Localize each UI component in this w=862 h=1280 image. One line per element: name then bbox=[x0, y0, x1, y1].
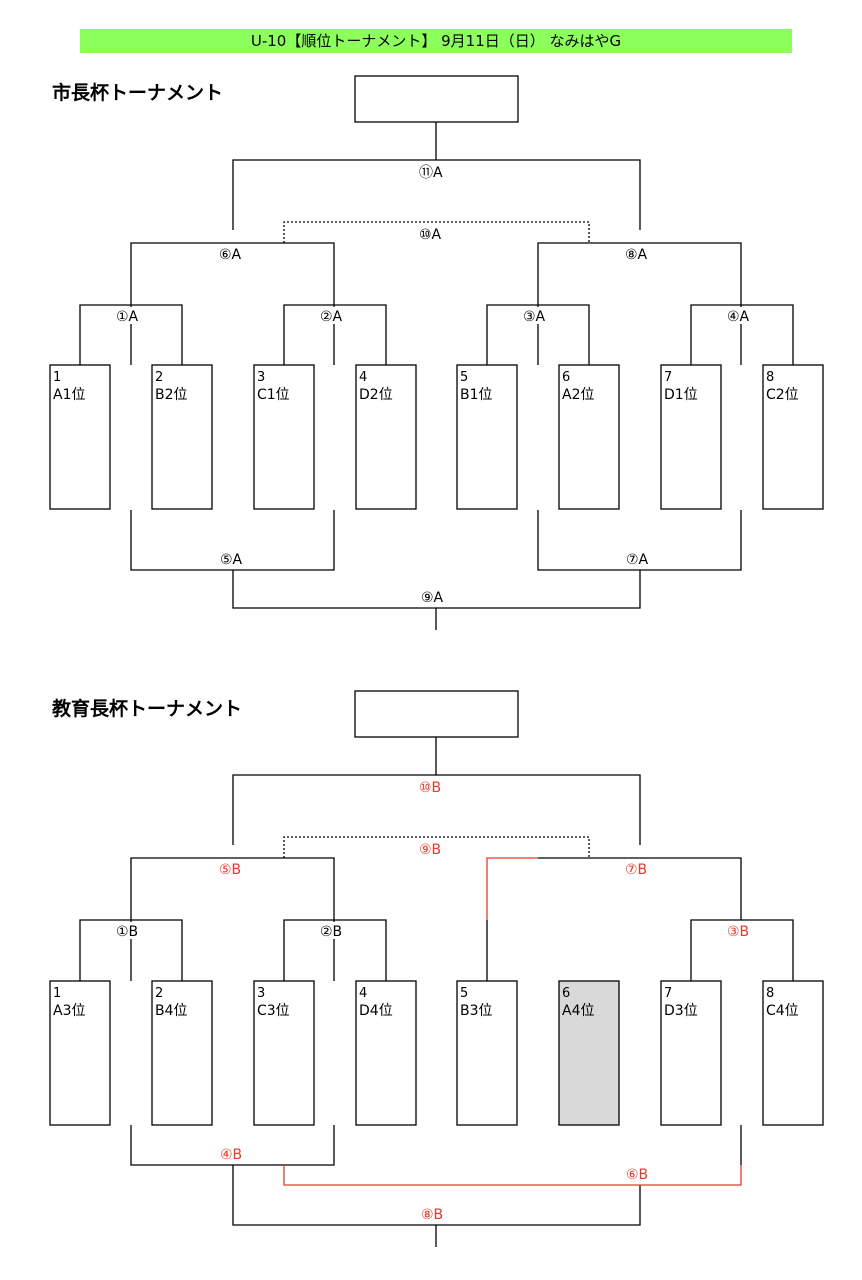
slot-number: 1 bbox=[53, 370, 61, 385]
slot-number: 3 bbox=[257, 986, 265, 1001]
education-cup-labels: ⑩B ⑨B ⑤B ⑦B ①B ②B ③B ④B ⑥B ⑧B bbox=[112, 778, 763, 1223]
third-place-line bbox=[283, 836, 590, 858]
slot-seed: A4位 bbox=[562, 1003, 594, 1019]
semi-right-bracket-line bbox=[538, 857, 742, 920]
mayor-cup-labels: ⑪A ⑩A ⑥A ⑧A ①A ②A ③A ④A ⑤A ⑦A ⑨A 1 A1位 2… bbox=[53, 163, 799, 606]
slot-number: 4 bbox=[359, 986, 367, 1001]
education-cup-slot-labels: 1 A3位 2 B4位 3 C3位 4 D4位 5 B3位 6 A4位 7 D3… bbox=[53, 986, 799, 1019]
slot-box-4 bbox=[355, 980, 417, 1126]
slot-box-2 bbox=[151, 980, 213, 1126]
slot-number: 6 bbox=[562, 986, 570, 1001]
slot-box-2 bbox=[151, 364, 213, 510]
match-label-7: ⑦A bbox=[626, 552, 649, 568]
slot-seed: D4位 bbox=[359, 1003, 393, 1019]
match-label-4b: ④B bbox=[220, 1147, 242, 1163]
slot-seed: A2位 bbox=[562, 387, 594, 403]
slot-number: 3 bbox=[257, 370, 265, 385]
slot-box-5 bbox=[456, 980, 518, 1126]
slot-number: 6 bbox=[562, 370, 570, 385]
match-label-5b: ⑤B bbox=[219, 862, 241, 878]
slot-box-3 bbox=[253, 364, 315, 510]
match-1-line bbox=[79, 304, 183, 365]
final-bracket-line bbox=[232, 159, 641, 230]
mayor-cup-bracket bbox=[49, 75, 824, 630]
match-label-7b: ⑦B bbox=[625, 862, 647, 878]
third-place-line bbox=[283, 221, 590, 243]
slot-number: 7 bbox=[664, 370, 672, 385]
match-label-8: ⑧A bbox=[625, 247, 648, 263]
match-3-line bbox=[690, 919, 794, 981]
slot-number: 5 bbox=[460, 986, 468, 1001]
match-label-5: ⑤A bbox=[220, 552, 243, 568]
match-label-9b: ⑨B bbox=[419, 842, 441, 858]
tournament-title-education-cup: 教育長杯トーナメント bbox=[52, 698, 243, 720]
slot-box-8 bbox=[762, 980, 824, 1126]
match-2-line bbox=[283, 919, 387, 981]
slot-number: 7 bbox=[664, 986, 672, 1001]
slot-seed: D2位 bbox=[359, 387, 393, 403]
slot-number: 8 bbox=[766, 370, 774, 385]
match-2-line bbox=[283, 304, 387, 365]
slot-seed: B2位 bbox=[155, 387, 188, 403]
slot-seed: A3位 bbox=[53, 1003, 85, 1019]
match-label-9: ⑨A bbox=[421, 590, 444, 606]
slot-number: 4 bbox=[359, 370, 367, 385]
slot-box-7 bbox=[660, 980, 722, 1126]
slot-number: 1 bbox=[53, 986, 61, 1001]
highlight-path-7b bbox=[486, 857, 538, 920]
slot-box-6 bbox=[558, 364, 620, 510]
slot-seed: D3位 bbox=[664, 1003, 698, 1019]
highlight-path-6b bbox=[283, 1165, 742, 1186]
match-4-line bbox=[690, 304, 794, 365]
match-label-2b: ②B bbox=[320, 924, 342, 940]
slot-box-6-bye bbox=[558, 980, 620, 1126]
match-label-1b: ①B bbox=[116, 924, 138, 940]
slot-box-8 bbox=[762, 364, 824, 510]
slot-seed: C2位 bbox=[766, 387, 799, 403]
match-label-10b: ⑩B bbox=[419, 780, 441, 796]
education-cup-highlight-paths bbox=[283, 857, 742, 1186]
slot-box-1 bbox=[49, 364, 111, 510]
slot-seed: B1位 bbox=[460, 387, 493, 403]
tournament-title-mayor-cup: 市長杯トーナメント bbox=[52, 82, 224, 104]
match-label-2: ②A bbox=[320, 309, 343, 325]
semi-left-bracket-line bbox=[130, 242, 335, 365]
semi-right-bracket-line bbox=[537, 242, 742, 365]
slot-number: 8 bbox=[766, 986, 774, 1001]
slot-seed: C4位 bbox=[766, 1003, 799, 1019]
match-label-3b: ③B bbox=[727, 924, 749, 940]
match-label-3: ③A bbox=[523, 309, 546, 325]
match-3-line bbox=[486, 304, 590, 365]
match-label-8b: ⑧B bbox=[421, 1207, 443, 1223]
slot-seed: D1位 bbox=[664, 387, 698, 403]
final-bracket-line bbox=[232, 774, 641, 845]
slot-seed: C3位 bbox=[257, 1003, 290, 1019]
slot-box-7 bbox=[660, 364, 722, 510]
slot-box-3 bbox=[253, 980, 315, 1126]
slot-box-4 bbox=[355, 364, 417, 510]
slot-seed: B4位 bbox=[155, 1003, 188, 1019]
champion-box bbox=[354, 75, 519, 123]
slot-number: 5 bbox=[460, 370, 468, 385]
header-banner: U-10【順位トーナメント】 9月11日（日） なみはやG bbox=[80, 29, 792, 53]
education-cup-bracket bbox=[49, 690, 824, 1247]
slot-box-1 bbox=[49, 980, 111, 1126]
match-1-line bbox=[79, 919, 183, 981]
slot-number: 2 bbox=[155, 986, 163, 1001]
slot-seed: C1位 bbox=[257, 387, 290, 403]
slot-box-5 bbox=[456, 364, 518, 510]
champion-box bbox=[354, 690, 519, 738]
slot-number: 2 bbox=[155, 370, 163, 385]
slot-seed: B3位 bbox=[460, 1003, 493, 1019]
match-label-11: ⑪A bbox=[419, 165, 443, 181]
match-label-4: ④A bbox=[727, 309, 750, 325]
slot-seed: A1位 bbox=[53, 387, 85, 403]
match-label-6b: ⑥B bbox=[626, 1167, 648, 1183]
match-label-1: ①A bbox=[116, 309, 139, 325]
match-label-10: ⑩A bbox=[419, 227, 442, 243]
match-label-6: ⑥A bbox=[219, 247, 242, 263]
